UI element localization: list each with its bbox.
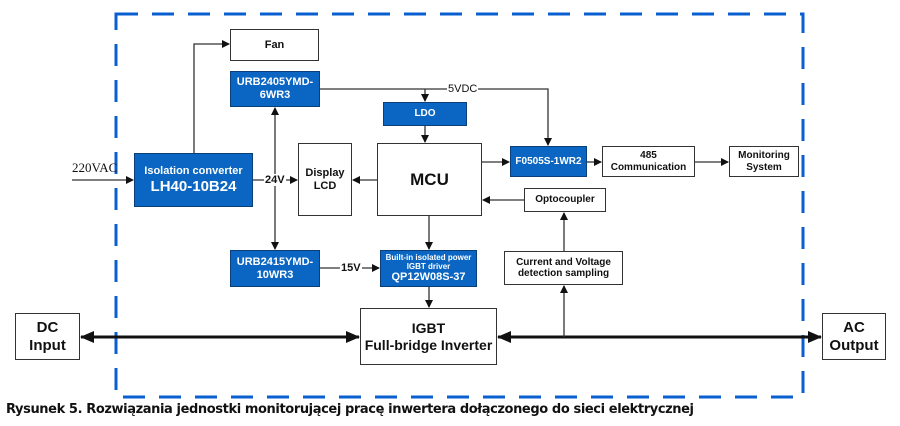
ac-output-label-line2: Output <box>829 336 879 354</box>
urb2415-block: URB2415YMD- 10WR3 <box>230 250 320 287</box>
24v-label: 24V <box>264 174 286 186</box>
fan-block: Fan <box>230 29 319 61</box>
isolation-label-line2: LH40-10B24 <box>150 177 237 195</box>
220vac-label: 220VAC <box>72 160 118 175</box>
mcu-label: MCU <box>410 169 449 189</box>
dc-input-label-line1: DC <box>36 319 59 337</box>
igbt-driver-label-line3: QP12W08S-37 <box>391 271 466 284</box>
monitoring-label-line1: Monitoring <box>738 150 790 161</box>
ldo-label: LDO <box>414 108 436 120</box>
5vdc-line-to-f0505 <box>320 88 552 146</box>
comm-485-label-line2: Communication <box>610 161 687 173</box>
display-lcd-block: Display LCD <box>298 143 352 216</box>
f0505-block: F0505S-1WR2 <box>510 146 587 177</box>
ac-output-label-line1: AC <box>843 319 865 337</box>
sampling-label-line1: Current and Voltage <box>516 256 611 268</box>
igbt-driver-label-line1: Built-in isolated power <box>385 252 472 262</box>
sampling-block: Current and Voltage detection sampling <box>504 251 623 285</box>
igbt-inverter-block: IGBT Full-bridge Inverter <box>360 308 497 365</box>
optocoupler-block: Optocoupler <box>524 188 606 212</box>
mcu-block: MCU <box>377 143 482 216</box>
comm-485-label-line1: 485 <box>640 150 657 161</box>
urb2405-block: URB2405YMD- 6WR3 <box>230 71 320 107</box>
display-label-line1: Display <box>305 166 345 179</box>
figure-caption: Rysunek 5. Rozwiązania jednostki monitor… <box>6 402 694 417</box>
display-label-line2: LCD <box>313 179 337 192</box>
dc-input-label-line2: Input <box>29 336 66 354</box>
igbt-label-line1: IGBT <box>411 320 446 337</box>
5vdc-label: 5VDC <box>447 83 479 95</box>
igbt-label-line2: Full-bridge Inverter <box>364 336 493 353</box>
isolation-converter-block: Isolation converter LH40-10B24 <box>134 153 253 207</box>
urb2415-label-line1: URB2415YMD- <box>236 255 314 268</box>
optocoupler-label: Optocoupler <box>535 194 595 206</box>
urb2405-label-line1: URB2405YMD- <box>236 76 314 89</box>
sampling-label-line2: detection sampling <box>517 268 610 279</box>
monitoring-label-line2: System <box>746 161 782 173</box>
igbt-driver-label-line2: IGBT driver <box>406 262 451 272</box>
isolation-label-line1: Isolation converter <box>144 165 243 178</box>
isolation-to-fan-line <box>193 40 230 153</box>
dc-input-block: DC Input <box>15 313 80 360</box>
igbt-driver-block: Built-in isolated power IGBT driver QP12… <box>380 250 477 287</box>
comm-485-block: 485 Communication <box>602 146 695 177</box>
f0505-label: F0505S-1WR2 <box>515 155 582 167</box>
urb2405-label-line2: 6WR3 <box>259 89 291 101</box>
fan-label: Fan <box>264 38 285 51</box>
urb2415-label-line2: 10WR3 <box>256 268 294 281</box>
system-boundary-frame <box>114 12 805 399</box>
ldo-block: LDO <box>383 102 467 126</box>
15v-label: 15V <box>340 262 362 274</box>
ac-output-block: AC Output <box>822 313 886 360</box>
monitoring-system-block: Monitoring System <box>729 146 799 177</box>
